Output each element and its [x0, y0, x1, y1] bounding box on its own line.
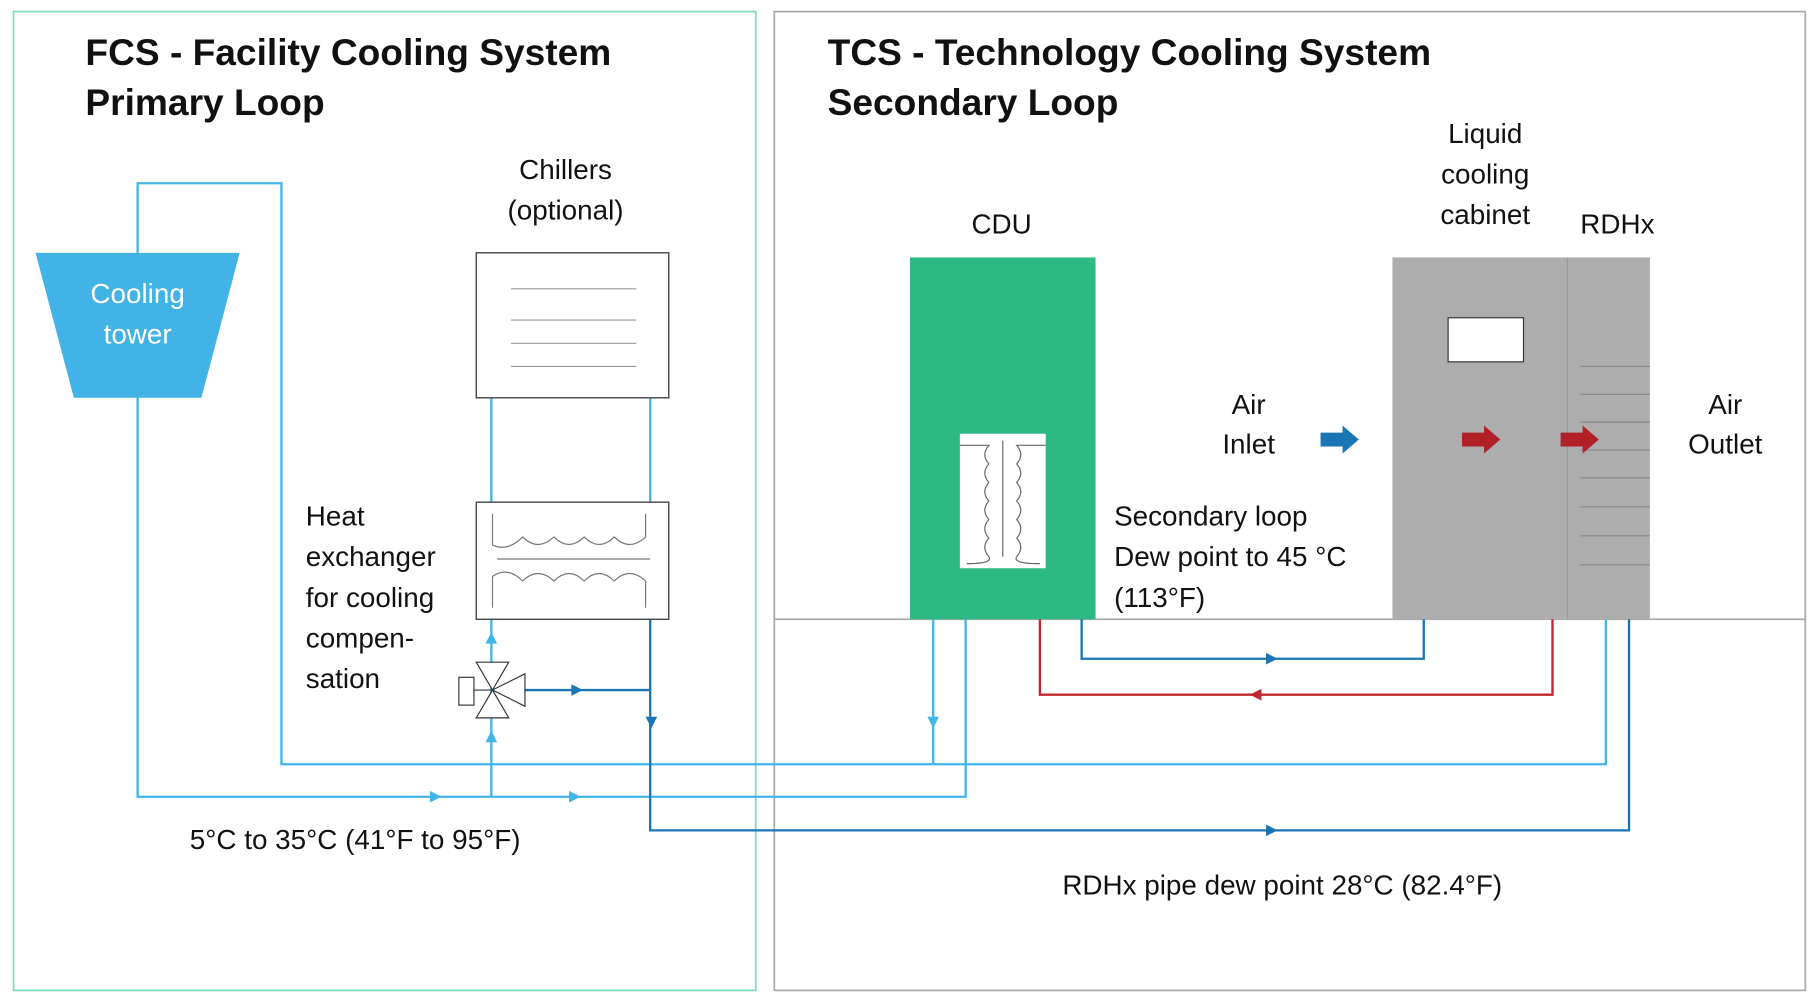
rdhx-fins	[1580, 365, 1650, 566]
fcs-title-line2: Primary Loop	[85, 81, 324, 123]
temp-range-label: 5°C to 35°C (41°F to 95°F)	[190, 824, 521, 855]
flow-arrow-up-icon	[485, 632, 498, 644]
cooling-tower-label-2: tower	[104, 319, 172, 350]
flow-arrow-down-icon	[645, 716, 658, 729]
air-outlet-label-2: Outlet	[1688, 429, 1763, 460]
air-inlet-arrow-icon	[1320, 425, 1359, 454]
chiller-lines	[511, 288, 637, 368]
facility-return-pipe	[136, 397, 967, 798]
flow-arrow-right-icon	[569, 790, 581, 803]
flow-arrow-right-icon	[1266, 652, 1278, 665]
hx-label-3: for cooling	[306, 582, 434, 613]
cdu-coil-icon	[959, 440, 1046, 565]
flow-arrow-down-icon	[927, 716, 939, 729]
tcs-title-line1: TCS - Technology Cooling System	[828, 31, 1431, 73]
cdu-label: CDU	[971, 208, 1031, 239]
flow-arrow-right-icon	[571, 684, 583, 696]
rdhx-dew-point-label: RDHx pipe dew point 28°C (82.4°F)	[1062, 869, 1502, 900]
secondary-loop-label-3: (113°F)	[1114, 582, 1205, 613]
cabinet-label-1: Liquid	[1448, 118, 1522, 149]
warm-air-arrow-icon	[1462, 425, 1501, 454]
hx-label-5: sation	[306, 663, 380, 694]
secondary-supply-pipe	[1045, 338, 1449, 660]
hx-label-4: compen-	[306, 622, 414, 653]
air-inlet-label-2: Inlet	[1222, 429, 1275, 460]
tcs-panel	[773, 10, 1807, 992]
cooling-tower-label-1: Cooling	[90, 278, 184, 309]
flow-arrow-up-icon	[485, 730, 498, 743]
secondary-loop-label-2: Dew point to 45 °C	[1114, 541, 1346, 572]
flow-arrow-left-icon	[1249, 688, 1262, 701]
cabinet-label-2: cooling	[1441, 158, 1529, 189]
air-outlet-label-1: Air	[1708, 389, 1742, 420]
warm-air-arrow-icon	[1560, 425, 1599, 454]
secondary-loop-label-1: Secondary loop	[1114, 501, 1307, 532]
flow-arrow-right-icon	[429, 790, 442, 803]
tcs-title-line2: Secondary Loop	[828, 81, 1119, 123]
chillers-label-2: (optional)	[508, 194, 624, 225]
chillers-box	[475, 252, 670, 399]
heat-exchanger-coil-icon	[491, 513, 651, 608]
chillers-label-1: Chillers	[519, 154, 612, 185]
air-inlet-label-1: Air	[1232, 389, 1266, 420]
hx-label-2: exchanger	[306, 541, 436, 572]
fcs-panel	[12, 10, 757, 992]
fcs-title-line1: FCS - Facility Cooling System	[85, 31, 611, 73]
hx-label-1: Heat	[306, 501, 365, 532]
cooling-tower	[35, 252, 240, 398]
three-way-valve-icon	[458, 661, 526, 719]
heat-exchanger-box	[475, 501, 670, 620]
rdhx-label: RDHx	[1580, 208, 1654, 239]
cabinet-label-3: cabinet	[1440, 199, 1530, 230]
flow-arrows	[429, 632, 1278, 837]
cold-plate-box	[1447, 317, 1525, 363]
flow-arrow-right-icon	[1266, 824, 1278, 837]
